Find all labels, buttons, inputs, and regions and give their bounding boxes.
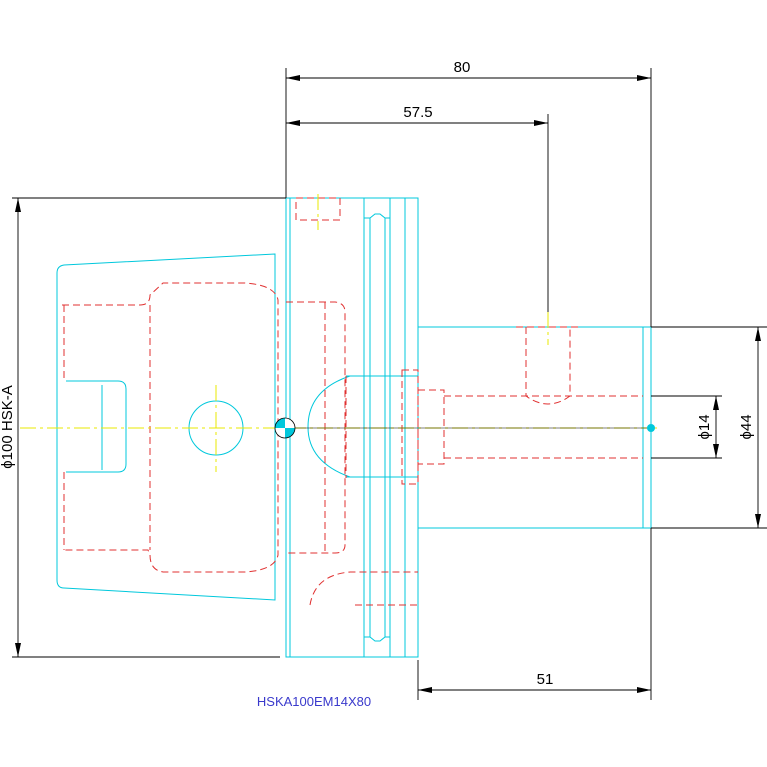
dimension-tool-length: 57.5 (286, 104, 549, 312)
drive-slot-outline (66, 380, 127, 473)
dimension-body-length: 51 (417, 528, 652, 700)
bottom-notch (309, 571, 418, 606)
end-point-marker (647, 424, 655, 432)
dimension-overall-length: 80 (285, 59, 652, 327)
dim-57-5-label: 57.5 (403, 104, 432, 121)
v-groove-bottom (363, 636, 391, 657)
v-groove-top (363, 198, 391, 219)
dim-phi14-label: ϕ14 (696, 414, 713, 439)
taper-cavity (62, 282, 279, 573)
hidden-lines (62, 197, 643, 606)
set-screw-hole (516, 326, 580, 405)
center-lines (20, 194, 660, 472)
part-number-label: HSKA100EM14X80 (257, 694, 371, 709)
bore-arc (307, 375, 351, 478)
dimension-body-diameter: ϕ44 (651, 326, 767, 529)
dim-phi100-label: ϕ100 HSK-A (0, 385, 16, 468)
hsk-taper-outline (56, 253, 276, 601)
dim-80-label: 80 (454, 59, 471, 76)
dimension-shank-diameter: ϕ100 HSK-A (0, 197, 286, 658)
dim-51-label: 51 (537, 671, 554, 688)
dim-phi44-label: ϕ44 (738, 414, 755, 439)
origin-marker (274, 417, 296, 439)
dimension-bore-diameter: ϕ14 (651, 395, 722, 459)
